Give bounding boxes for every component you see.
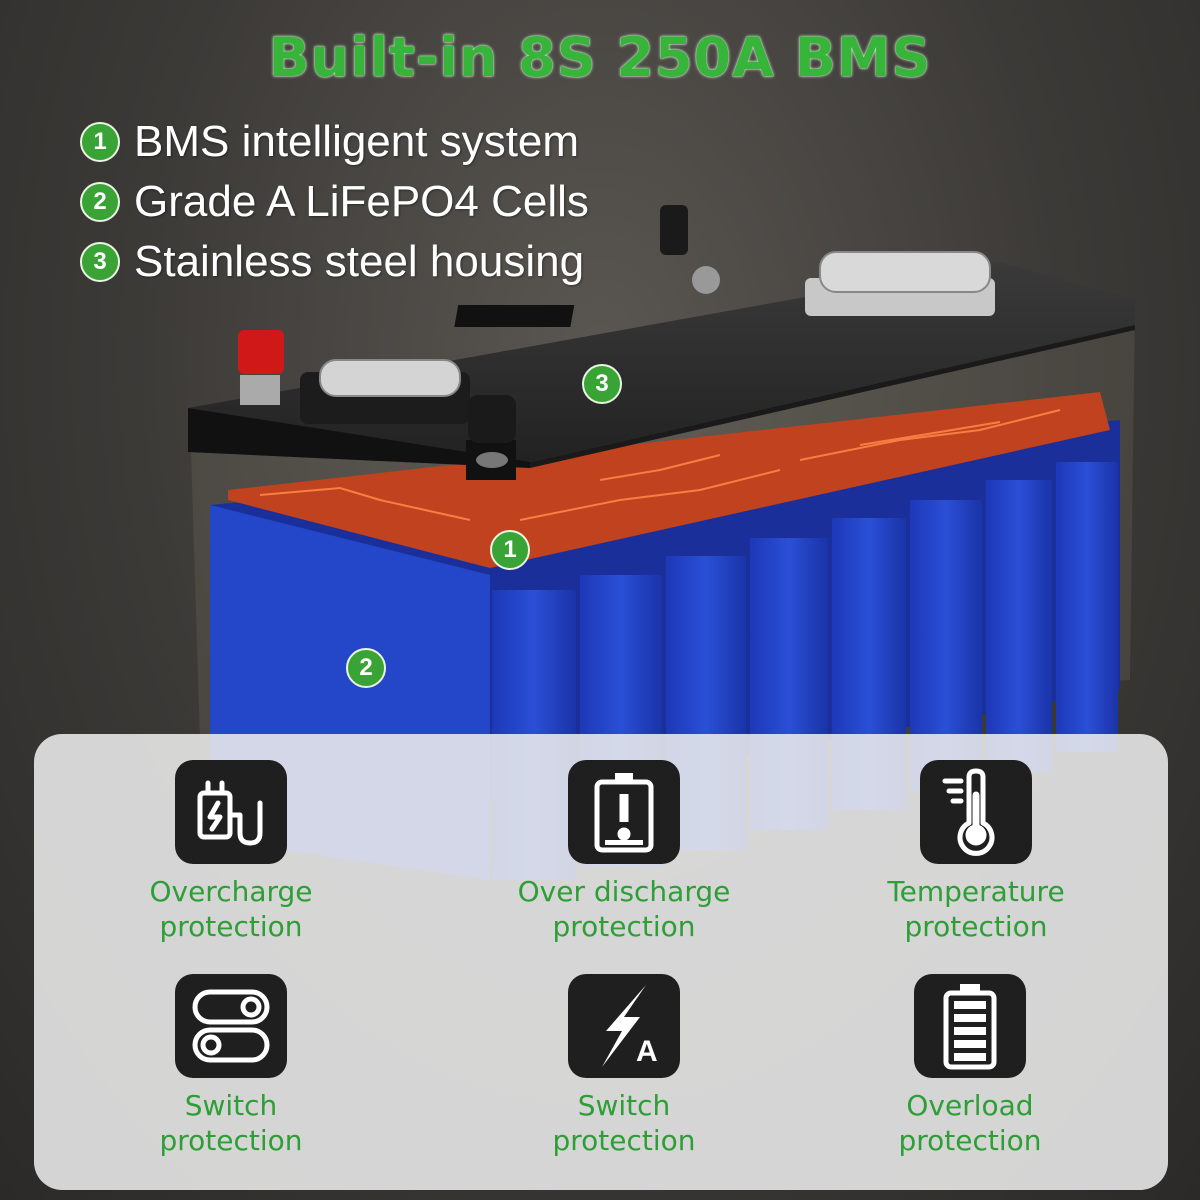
charging-plug-icon	[175, 760, 287, 864]
page-title: Built-in 8S 250A BMS	[268, 26, 932, 89]
protection-card-switch-2: A Switch protection	[494, 974, 754, 1158]
feature-number-badge: 2	[80, 182, 120, 222]
thermometer-icon	[920, 760, 1032, 864]
bms-marker: 1	[490, 530, 530, 570]
protection-label: Overcharge protection	[149, 875, 313, 943]
protection-label: Over discharge protection	[517, 875, 731, 943]
protection-card-temperature: Temperature protection	[846, 760, 1106, 944]
protection-label: Temperature protection	[887, 875, 1065, 943]
protection-card-over-discharge: Over discharge protection	[494, 760, 754, 944]
protection-label: Overload protection	[898, 1089, 1042, 1157]
negative-terminal	[466, 395, 516, 480]
feature-item: 1 BMS intelligent system	[80, 112, 589, 172]
feature-list: 1 BMS intelligent system 2 Grade A LiFeP…	[80, 112, 589, 292]
feature-number-badge: 1	[80, 122, 120, 162]
feature-text: BMS intelligent system	[134, 117, 580, 166]
feature-number-badge: 3	[80, 242, 120, 282]
usb-port	[660, 205, 720, 294]
feature-text: Grade A LiFePO4 Cells	[134, 177, 589, 226]
protection-card-overcharge: Overcharge protection	[101, 760, 361, 944]
front-handle	[300, 359, 470, 424]
protection-label: Switch protection	[159, 1089, 303, 1157]
feature-text: Stainless steel housing	[134, 237, 585, 286]
svg-text:A: A	[636, 1035, 658, 1068]
cells-marker: 2	[346, 648, 386, 688]
toggle-switch-icon	[175, 974, 287, 1078]
protection-panel: Overcharge protection Over discharge pro…	[34, 734, 1168, 1190]
protection-card-overload: Overload protection	[840, 974, 1100, 1158]
housing-marker: 3	[582, 364, 622, 404]
feature-item: 2 Grade A LiFePO4 Cells	[80, 172, 589, 232]
lightning-ampere-icon: A	[568, 974, 680, 1078]
positive-terminal	[238, 330, 284, 405]
protection-card-switch-1: Switch protection	[101, 974, 361, 1158]
protection-label: Switch protection	[552, 1089, 696, 1157]
battery-full-icon	[914, 974, 1026, 1078]
feature-item: 3 Stainless steel housing	[80, 232, 589, 292]
rear-handle	[805, 251, 995, 316]
battery-warning-icon	[568, 760, 680, 864]
